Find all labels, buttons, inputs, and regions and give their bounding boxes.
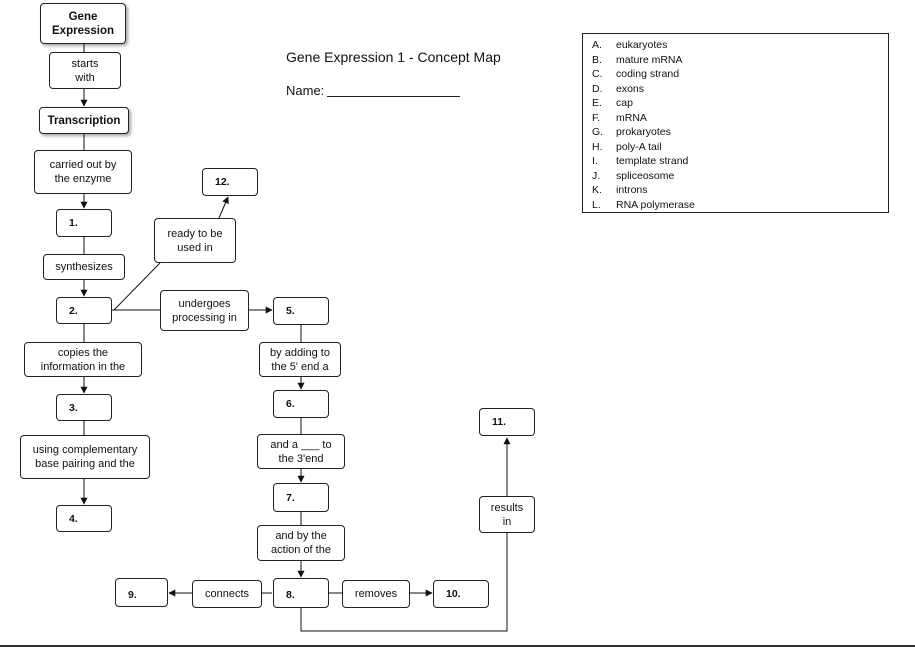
word-bank-term: RNA polymerase	[616, 198, 695, 211]
word-bank-term: cap	[616, 97, 633, 109]
word-bank-item: A. eukaryotes	[592, 38, 888, 53]
word-bank-item: B. mature mRNA	[592, 53, 888, 68]
node-and-a: and a ___ to the 3'end	[257, 434, 345, 469]
word-bank-letter: I.	[592, 155, 598, 167]
word-bank-item: I. template strand	[592, 154, 888, 169]
node-blank-2[interactable]: 2.	[56, 297, 112, 324]
word-bank-letter: H.	[592, 140, 603, 153]
node-blank-8[interactable]: 8.	[273, 578, 329, 608]
node-blank-10[interactable]: 10.	[433, 580, 489, 608]
name-label: Name:	[286, 83, 325, 98]
node-blank-12[interactable]: 12.	[202, 168, 258, 196]
word-bank-term: template strand	[616, 155, 689, 167]
node-synthesizes: synthesizes	[43, 254, 125, 280]
node-and-by: and by the action of the	[257, 525, 345, 561]
node-results-in: results in	[479, 496, 535, 533]
word-bank-item: L. RNA polymerase	[592, 198, 888, 213]
node-blank-6[interactable]: 6.	[273, 390, 329, 418]
word-bank-letter: J.	[592, 169, 601, 182]
node-starts-with: starts with	[49, 52, 121, 89]
node-copies: copies the information in the	[24, 342, 142, 377]
word-bank-letter: C.	[592, 68, 603, 80]
node-carried-out: carried out by the enzyme	[34, 150, 132, 194]
word-bank-item: D. exons	[592, 82, 888, 97]
node-connects: connects	[192, 580, 262, 608]
word-bank-term: mRNA	[616, 111, 647, 124]
word-bank-term: mature mRNA	[616, 53, 683, 66]
node-blank-9[interactable]: 9.	[115, 578, 168, 607]
word-bank-item: C. coding strand	[592, 67, 888, 82]
word-bank-term: introns	[616, 184, 648, 196]
node-removes: removes	[342, 580, 410, 608]
word-bank-item: E. cap	[592, 96, 888, 111]
node-by-adding: by adding to the 5' end a	[259, 342, 341, 377]
node-blank-1[interactable]: 1.	[56, 209, 112, 237]
word-bank-item: J. spliceosome	[592, 169, 888, 184]
node-gene-expression: Gene Expression	[40, 3, 126, 44]
word-bank-term: eukaryotes	[616, 39, 668, 51]
word-bank-item: H. poly-A tail	[592, 140, 888, 155]
word-bank-letter: B.	[592, 53, 602, 66]
node-ready: ready to be used in	[154, 218, 236, 263]
word-bank-term: coding strand	[616, 68, 680, 80]
word-bank-term: spliceosome	[616, 169, 675, 182]
word-bank-item: G. prokaryotes	[592, 125, 888, 140]
node-using: using complementary base pairing and the	[20, 435, 150, 479]
word-bank-item: F. mRNA	[592, 111, 888, 126]
node-blank-3[interactable]: 3.	[56, 394, 112, 421]
node-undergoes: undergoes processing in	[160, 290, 249, 331]
word-bank-letter: F.	[592, 111, 601, 124]
word-bank-term: exons	[616, 82, 645, 95]
word-bank-letter: E.	[592, 97, 602, 109]
node-blank-5[interactable]: 5.	[273, 297, 329, 325]
word-bank-letter: A.	[592, 39, 602, 51]
word-bank-letter: G.	[592, 126, 604, 138]
node-transcription: Transcription	[39, 107, 129, 134]
node-blank-7[interactable]: 7.	[273, 483, 329, 512]
word-bank-item: K. introns	[592, 183, 888, 198]
word-bank-term: prokaryotes	[616, 126, 671, 138]
word-bank-letter: D.	[592, 82, 603, 95]
footer-rule	[0, 645, 915, 647]
node-blank-4[interactable]: 4.	[56, 505, 112, 532]
page-title: Gene Expression 1 - Concept Map	[286, 49, 501, 65]
word-bank-term: poly-A tail	[616, 140, 662, 153]
node-blank-11[interactable]: 11.	[479, 408, 535, 436]
name-blank-line	[327, 96, 460, 97]
word-bank-letter: K.	[592, 184, 602, 196]
word-bank-letter: L.	[592, 198, 601, 211]
